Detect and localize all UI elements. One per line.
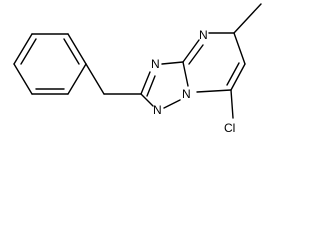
bond-n8-n1 xyxy=(163,99,181,109)
atom-label-n-bridgehead: N xyxy=(182,87,191,101)
atom-label-n-pyrimidine: N xyxy=(199,28,208,42)
bond-c2-n3-double xyxy=(146,75,156,97)
bond-benzene-4 xyxy=(67,63,87,95)
bond-n1-c2 xyxy=(140,93,154,107)
pyrimidine-ring xyxy=(182,32,246,93)
bond-benzene-double-1 xyxy=(20,38,37,65)
bond-c6-c7-double xyxy=(226,62,240,86)
chemical-structure-diagram: N N N N Cl xyxy=(13,3,262,135)
bond-c3a-n4 xyxy=(182,39,200,63)
bond-benzene-3 xyxy=(67,33,87,65)
triazole-ring xyxy=(140,61,189,109)
bond-ring-to-ch2 xyxy=(85,63,105,95)
bond-c3a-n4-double xyxy=(188,44,204,65)
bond-c3a-n8 xyxy=(182,61,189,87)
bond-methyl xyxy=(233,3,262,34)
bond-n3-c3a xyxy=(161,61,184,65)
benzene-ring xyxy=(13,33,87,95)
bond-c6-c7 xyxy=(230,63,246,91)
bond-benzene-6 xyxy=(13,63,33,95)
bond-benzene-double-2 xyxy=(63,38,80,65)
atom-label-n-lower: N xyxy=(153,103,162,117)
bond-c7-n8 xyxy=(196,89,232,93)
atom-label-cl: Cl xyxy=(224,121,235,135)
bond-benzene-1 xyxy=(13,33,33,65)
bond-c5-c6 xyxy=(233,32,246,65)
bond-c7-cl xyxy=(230,89,234,119)
bond-c2-n3 xyxy=(140,71,151,95)
atom-label-n-upper: N xyxy=(151,57,160,71)
